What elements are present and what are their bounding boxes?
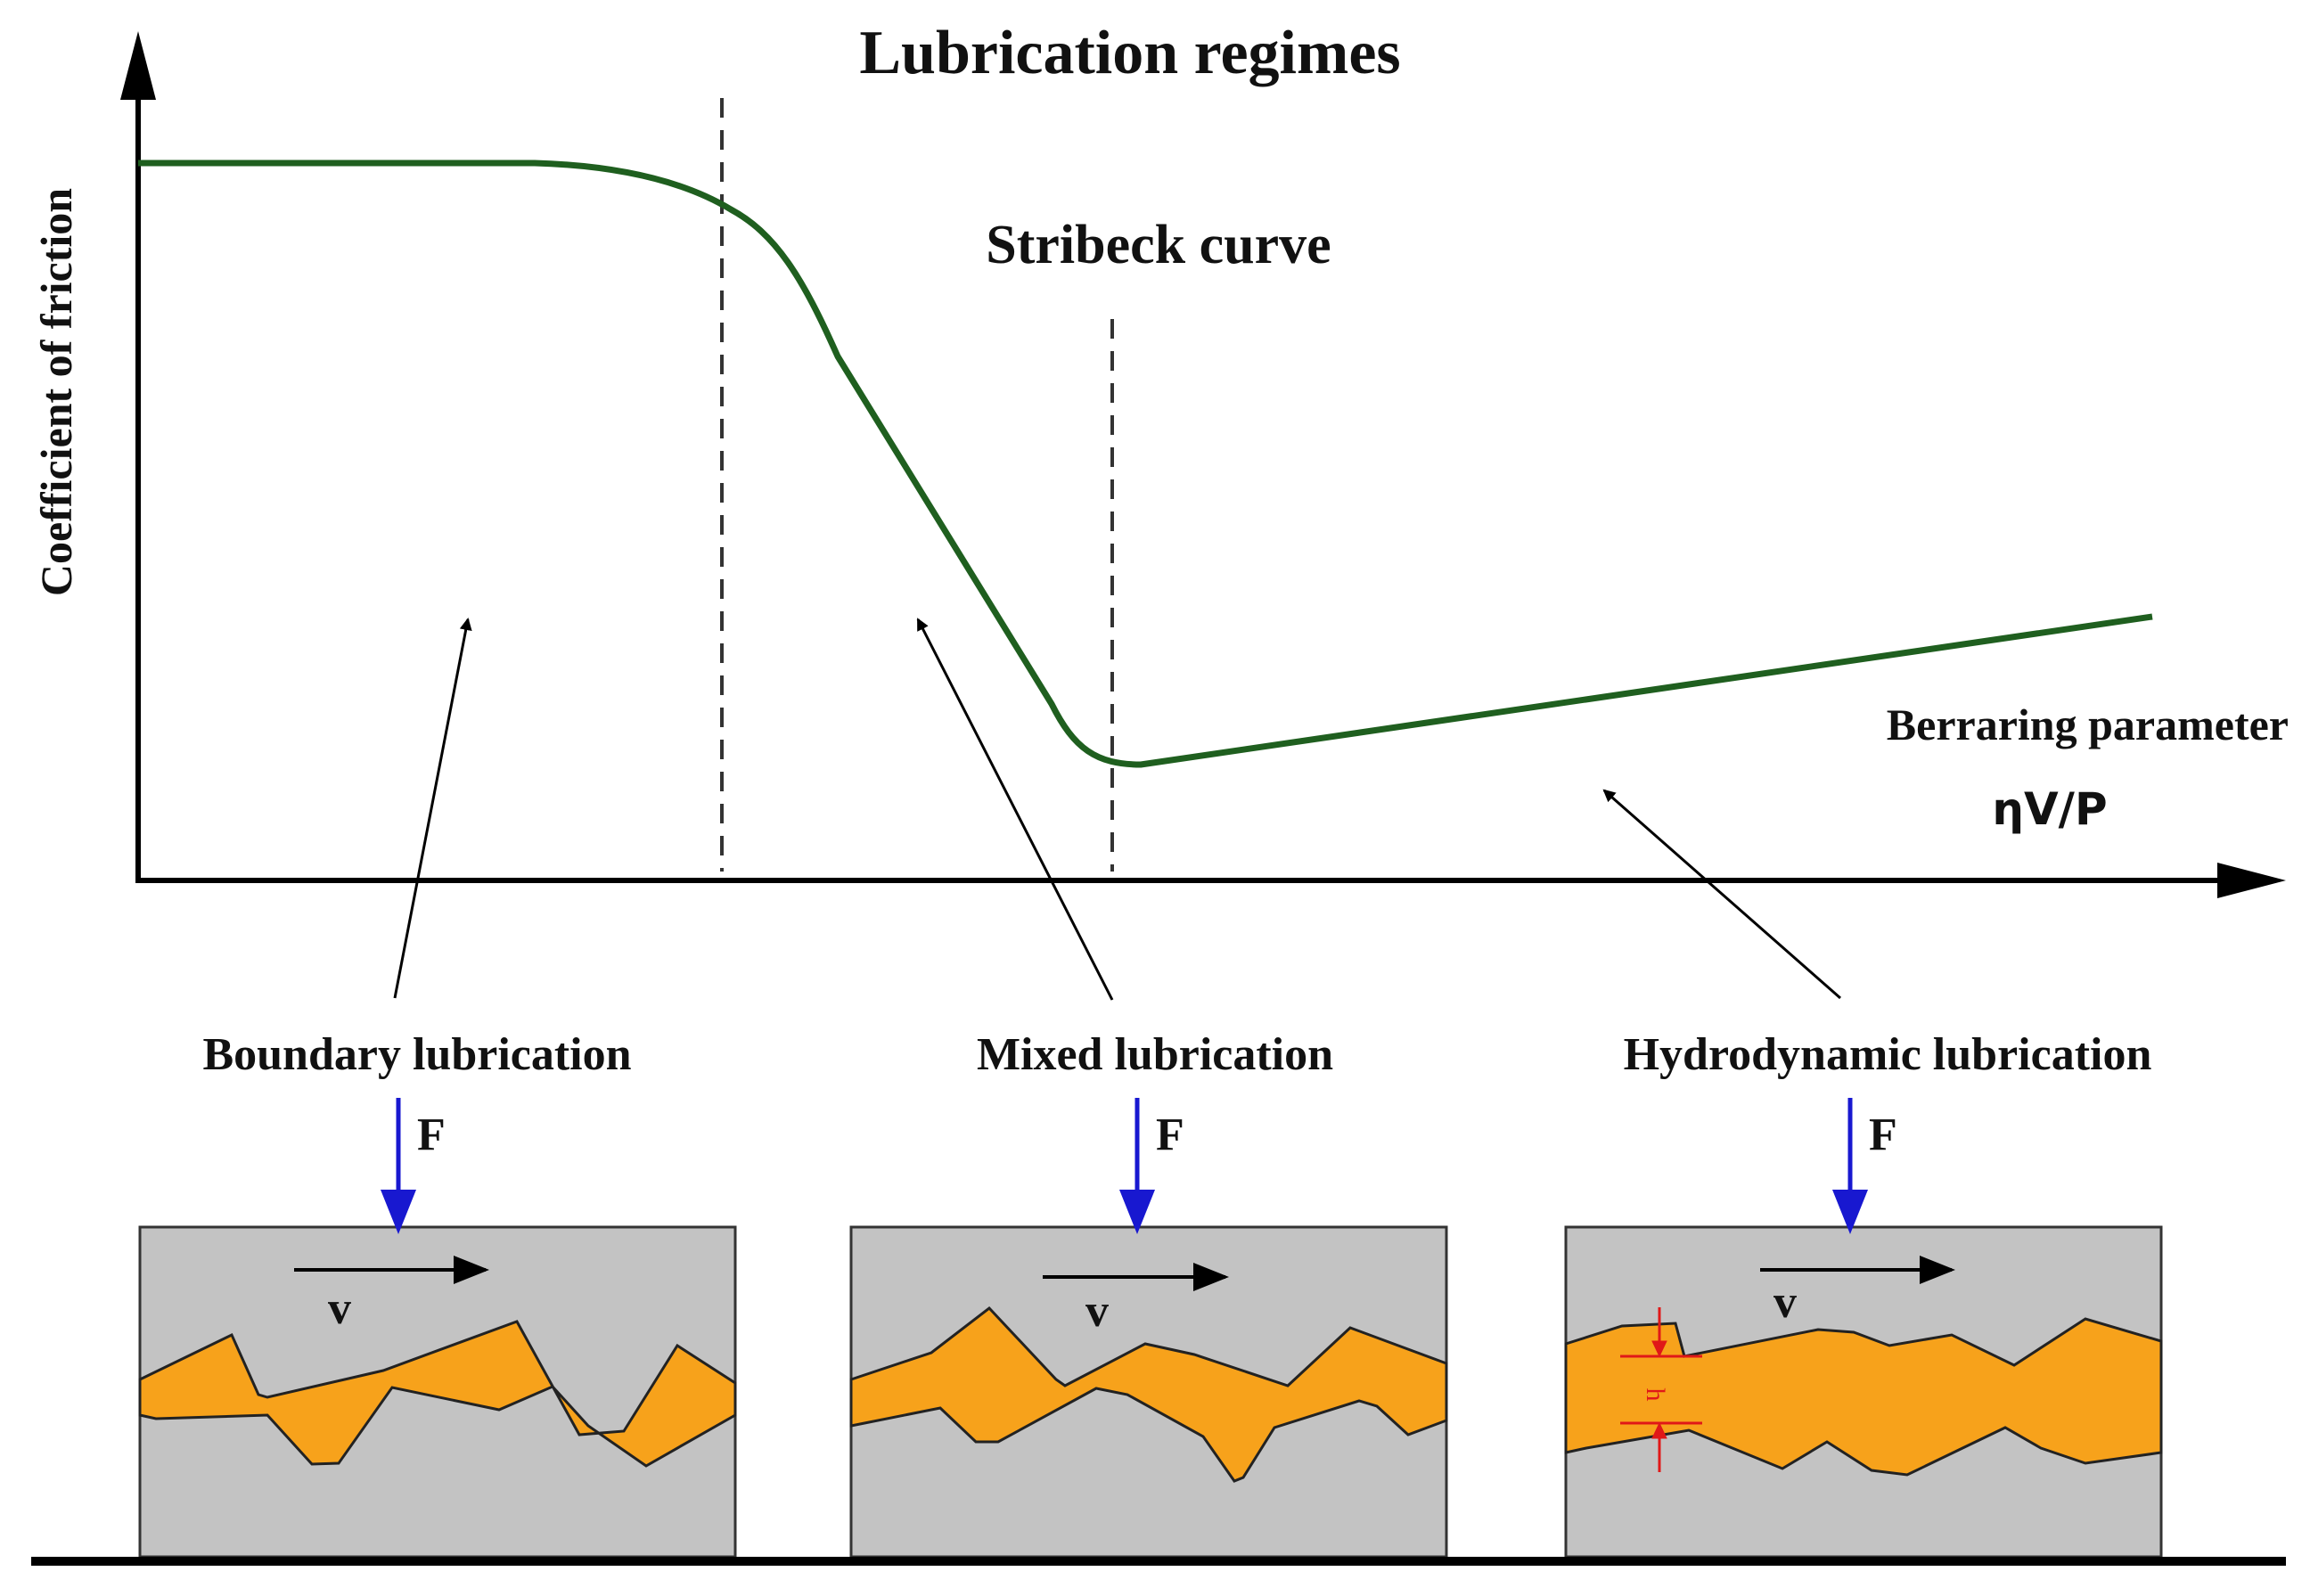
hydrodynamic-lubricant-layer [1564, 1317, 2163, 1477]
boundary-velocity-label: v [328, 1283, 351, 1334]
x-axis-arrowhead [2217, 863, 2286, 898]
boundary-force-label: F [417, 1109, 446, 1160]
y-axis-arrowhead [120, 31, 156, 100]
regime-label-hydrodynamic: Hydrodynamic lubrication [1624, 1029, 2152, 1080]
mixed-lubricant-layer [849, 1305, 1448, 1483]
diagram-title: Lubrication regimes [859, 19, 1400, 87]
hydrodynamic-contact-diagram: F v h [1564, 1098, 2163, 1559]
film-thickness-label: h [1641, 1388, 1670, 1402]
x-axis [135, 863, 2286, 898]
hydrodynamic-pointer-arrow [1602, 789, 1841, 1000]
boundary-pointer-arrow [393, 618, 472, 999]
regime-label-mixed: Mixed lubrication [977, 1029, 1333, 1080]
mixed-velocity-label: v [1085, 1286, 1109, 1337]
stribeck-curve [138, 160, 2153, 768]
x-axis-label: Berraring parameter [1887, 700, 2289, 749]
y-axis-label: Coefficient of friction [31, 188, 81, 596]
x-axis-formula: ηV/P [1992, 783, 2107, 835]
mixed-force-label: F [1156, 1109, 1184, 1160]
mixed-pointer-arrow [916, 618, 1114, 1001]
boundary-contact-diagram: F v [138, 1098, 737, 1559]
mixed-contact-diagram: F v [849, 1098, 1448, 1559]
hydrodynamic-force-label: F [1869, 1109, 1897, 1160]
hydrodynamic-velocity-label: v [1773, 1277, 1797, 1328]
regime-label-boundary: Boundary lubrication [202, 1029, 631, 1080]
boundary-lubricant-layer [138, 1320, 737, 1468]
y-axis [120, 31, 156, 882]
stribeck-curve-label: Stribeck curve [986, 215, 1331, 275]
film-thickness-marker [1620, 1307, 1702, 1472]
